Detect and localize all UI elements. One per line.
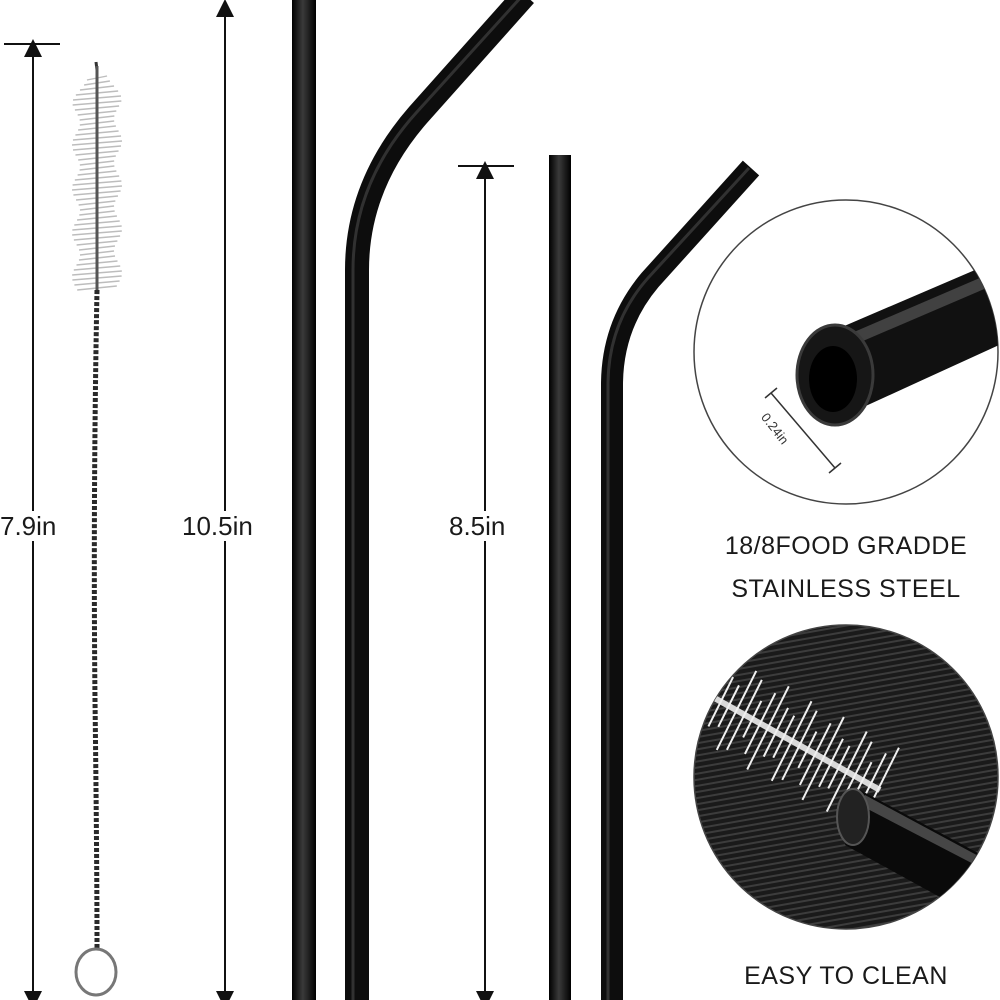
bent-long-straw xyxy=(345,0,534,1000)
straight-short-straw xyxy=(549,155,571,1000)
short-length-label: 8.5in xyxy=(447,511,508,541)
bent-long-length-label: 10.5in xyxy=(180,511,255,541)
material-caption-line2: STAINLESS STEEL xyxy=(731,575,961,603)
material-caption-line1: 18/8FOOD GRADDE xyxy=(724,532,968,560)
straight-long-straw xyxy=(292,0,316,1000)
brush-cleaning-closeup xyxy=(693,624,999,930)
straw-opening-closeup xyxy=(693,199,999,505)
cleaning-brush xyxy=(71,61,123,997)
cleaning-caption: EASY TO CLEAN xyxy=(744,962,948,990)
bent-short-straw xyxy=(601,160,760,1000)
short-straw-dimension-line xyxy=(458,161,514,1000)
brush-length-label: 7.9in xyxy=(0,511,59,541)
